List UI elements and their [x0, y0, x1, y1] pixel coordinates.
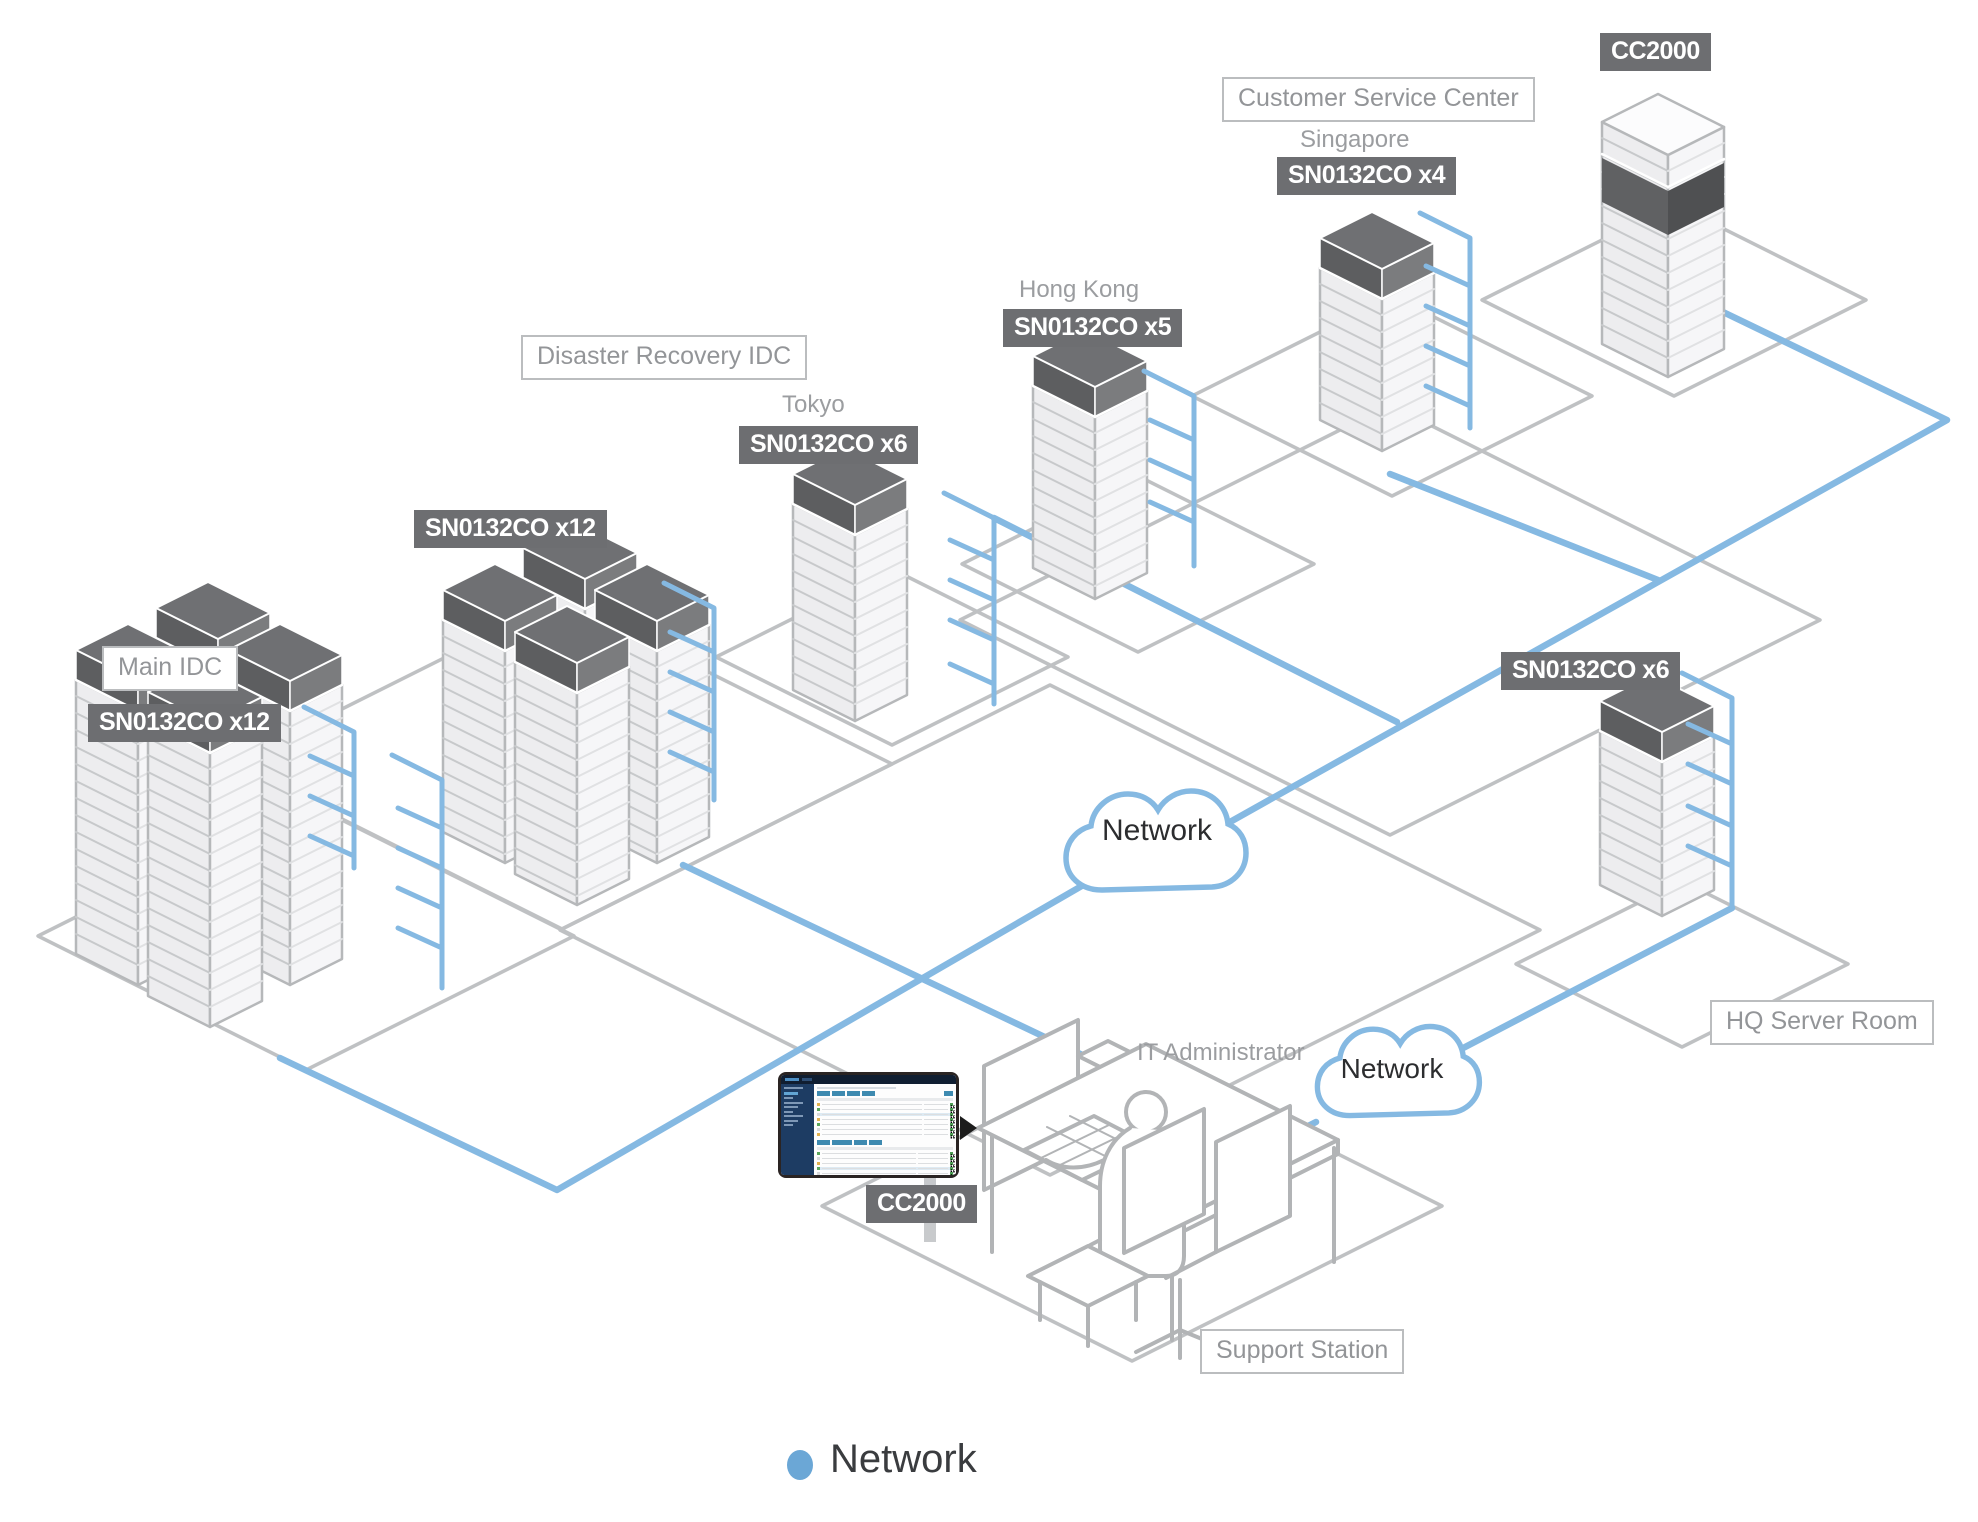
label-customer-service-center: Customer Service Center [1222, 77, 1535, 122]
label-disaster-recovery-idc: Disaster Recovery IDC [521, 335, 808, 380]
text-singapore: Singapore [1300, 126, 1410, 153]
badge-cc2000-top: CC2000 [1600, 33, 1711, 71]
cc2000-ui [781, 1075, 956, 1175]
label-support-station: Support Station [1200, 1329, 1405, 1374]
badge-sn0132co-x6-tokyo: SN0132CO x6 [739, 426, 919, 464]
cc2000-ui-sidebar [781, 1084, 814, 1175]
badge-sn0132co-x4-singapore: SN0132CO x4 [1277, 157, 1457, 195]
badge-sn0132co-x6-hq: SN0132CO x6 [1501, 652, 1681, 690]
cloud-center-label: Network [1101, 814, 1213, 847]
badge-sn0132co-x12-dr: SN0132CO x12 [414, 510, 607, 548]
badge-sn0132co-x12-main: SN0132CO x12 [88, 704, 281, 742]
label-main-idc: Main IDC [102, 646, 239, 691]
label-hq-server-room: HQ Server Room [1710, 1000, 1934, 1045]
cc2000-ui-content [814, 1084, 956, 1175]
badge-cc2000-bottom: CC2000 [866, 1185, 977, 1223]
cloud-right-label: Network [1340, 1053, 1444, 1084]
legend-network-dot-icon [787, 1450, 813, 1480]
cc2000-ui-topbar [781, 1075, 956, 1084]
text-hong-kong: Hong Kong [1019, 276, 1140, 303]
text-it-administrator: IT Administrator [1137, 1039, 1305, 1066]
text-tokyo: Tokyo [782, 391, 845, 418]
cc2000-screenshot [778, 1072, 959, 1178]
badge-sn0132co-x5-hongkong: SN0132CO x5 [1003, 309, 1183, 347]
cc2000-ui-body [781, 1084, 956, 1175]
legend-network-label: Network [830, 1437, 977, 1481]
callout-arrow-icon [960, 1116, 977, 1140]
